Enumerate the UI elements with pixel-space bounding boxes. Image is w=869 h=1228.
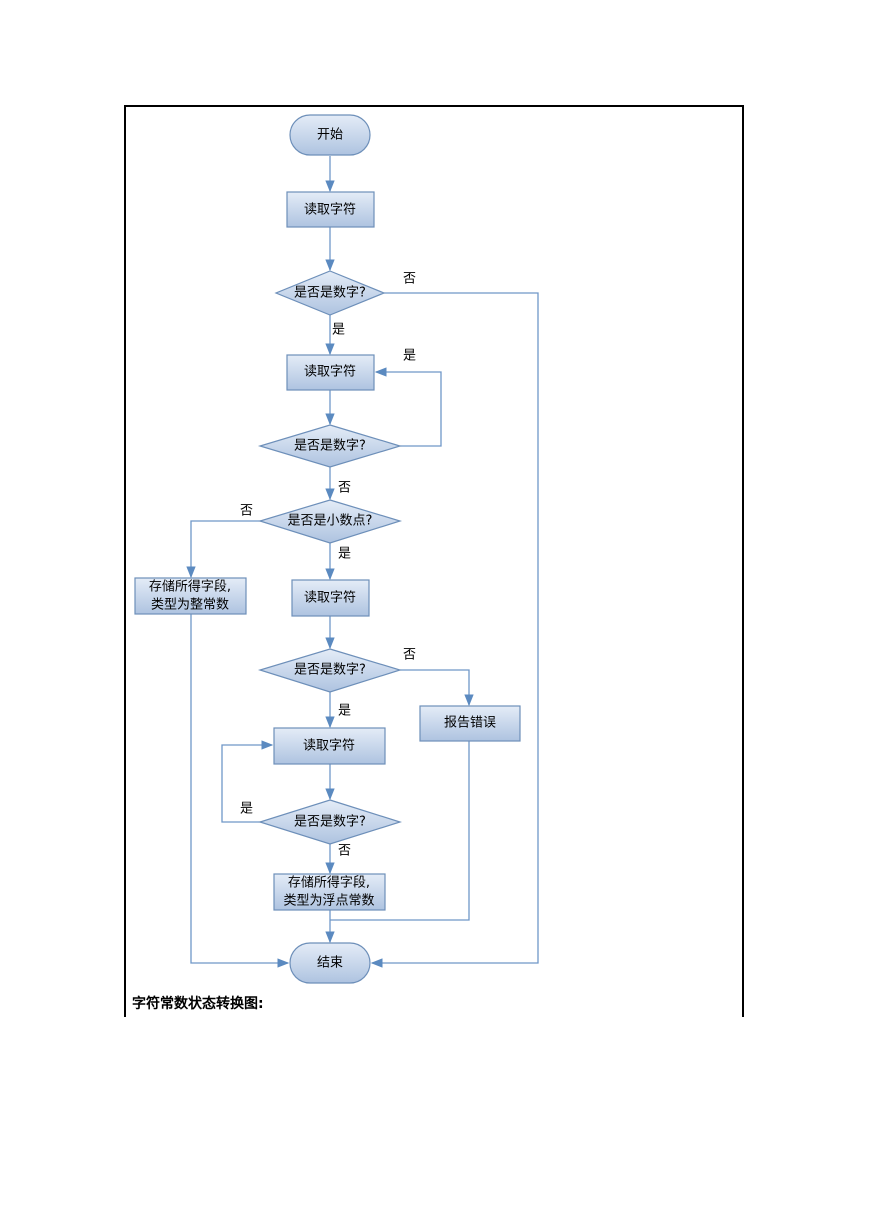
label-read-char-2: 读取字符 xyxy=(304,364,356,380)
label-store-int-1: 存储所得字段, xyxy=(149,579,231,595)
label-store-int-2: 类型为整常数 xyxy=(151,598,229,613)
node-read-char-3 xyxy=(291,579,370,617)
branch-label-yes-3: 是 xyxy=(338,547,351,562)
label-start: 开始 xyxy=(317,128,343,143)
label-read-char-4: 读取字符 xyxy=(303,738,355,754)
branch-label-no-4: 否 xyxy=(403,648,416,663)
edge-digit2-yes-loop xyxy=(374,367,442,447)
node-is-digit-4 xyxy=(257,799,403,845)
label-read-char-3: 读取字符 xyxy=(304,590,356,606)
label-store-float-1: 存储所得字段, xyxy=(288,875,370,891)
edge-error-end xyxy=(330,741,470,921)
node-is-digit-2 xyxy=(257,424,403,468)
edge-digit1-no-end xyxy=(370,292,539,968)
label-end: 结束 xyxy=(317,956,343,971)
node-is-digit-1 xyxy=(274,270,386,316)
label-store-float-2: 类型为浮点常数 xyxy=(283,894,374,909)
branch-label-yes-4: 是 xyxy=(338,704,351,719)
branch-label-yes-2: 是 xyxy=(403,349,416,364)
branch-label-no-2: 否 xyxy=(338,481,351,496)
branch-label-no-3: 否 xyxy=(240,504,253,519)
label-is-digit-4: 是否是数字? xyxy=(294,815,366,830)
label-is-digit-1: 是否是数字? xyxy=(294,286,366,301)
label-report-error: 报告错误 xyxy=(444,716,496,731)
branch-label-yes-1: 是 xyxy=(332,323,345,338)
label-is-digit-3: 是否是数字? xyxy=(294,663,366,678)
branch-label-yes-5: 是 xyxy=(240,802,253,817)
label-is-dot: 是否是小数点? xyxy=(288,514,373,529)
figure-caption: 字符常数状态转换图: xyxy=(132,996,264,1012)
node-store-int xyxy=(134,577,247,615)
edge-digit3-no-error xyxy=(400,669,474,707)
node-store-float xyxy=(273,873,386,911)
node-read-char-1 xyxy=(286,191,375,228)
label-is-digit-2: 是否是数字? xyxy=(294,439,366,454)
node-is-dot xyxy=(257,499,403,544)
node-read-char-2 xyxy=(286,354,375,391)
branch-label-no-1: 否 xyxy=(403,272,416,287)
branch-label-no-5: 否 xyxy=(338,844,351,859)
edge-digit4-yes-loop xyxy=(221,740,274,823)
edge-storeint-end xyxy=(190,614,290,968)
node-report-error xyxy=(419,705,521,742)
node-end xyxy=(289,942,371,984)
edge-dot-no-storeint xyxy=(186,520,262,579)
node-start xyxy=(289,114,371,156)
figure-frame xyxy=(124,105,744,1017)
node-read-char-4 xyxy=(273,727,386,765)
label-read-char-1: 读取字符 xyxy=(304,202,356,218)
node-is-digit-3 xyxy=(257,648,403,693)
